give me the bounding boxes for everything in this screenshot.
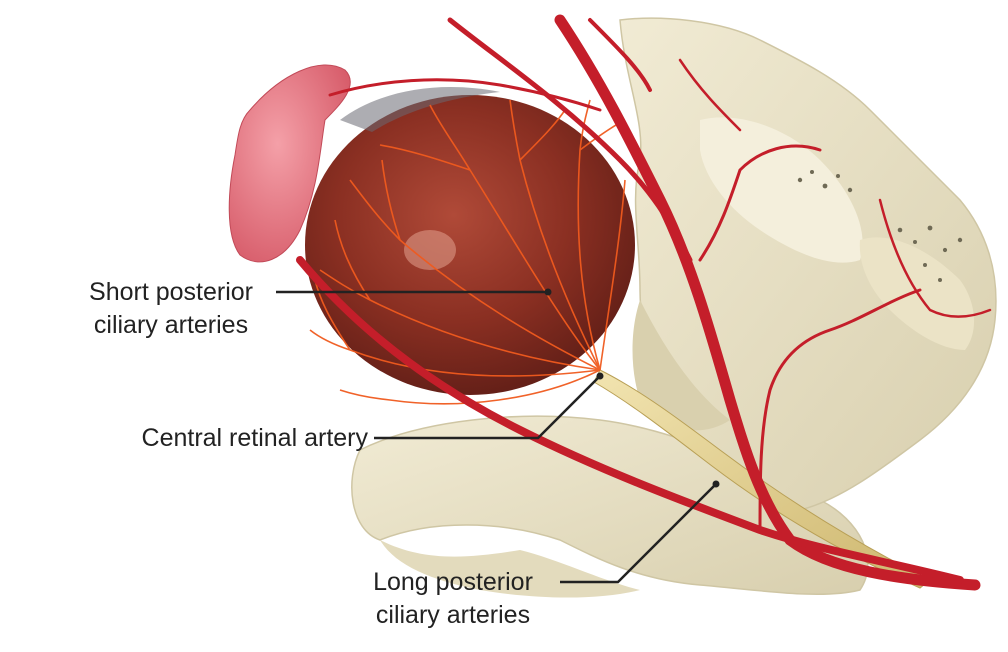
label-short-posterior-ciliary-arteries: Short posterior ciliary arteries xyxy=(66,276,276,342)
eyeball xyxy=(305,87,635,405)
label-short-posterior-line1: Short posterior xyxy=(89,278,253,306)
label-long-posterior-line1: Long posterior xyxy=(373,568,533,596)
orbital-bone xyxy=(351,17,997,598)
label-central-retinal-artery: Central retinal artery xyxy=(80,422,368,455)
leader-central-retinal xyxy=(374,375,601,440)
label-long-posterior-line2: ciliary arteries xyxy=(375,601,531,629)
anchor-dots xyxy=(544,288,720,488)
anchor-dot-long-posterior xyxy=(712,480,720,488)
label-short-posterior-line2: ciliary arteries xyxy=(93,311,249,339)
anchor-dot-short-posterior xyxy=(544,288,552,296)
anchor-dot-central-retinal xyxy=(596,372,604,380)
label-central-retinal-line1: Central retinal artery xyxy=(141,424,368,452)
optic-nerve xyxy=(593,369,931,589)
leader-lines xyxy=(276,290,717,584)
label-long-posterior-ciliary-arteries: Long posterior ciliary arteries xyxy=(348,566,558,632)
leader-long-posterior xyxy=(560,483,717,584)
arteries xyxy=(296,14,992,591)
lacrimal-gland xyxy=(228,64,351,263)
